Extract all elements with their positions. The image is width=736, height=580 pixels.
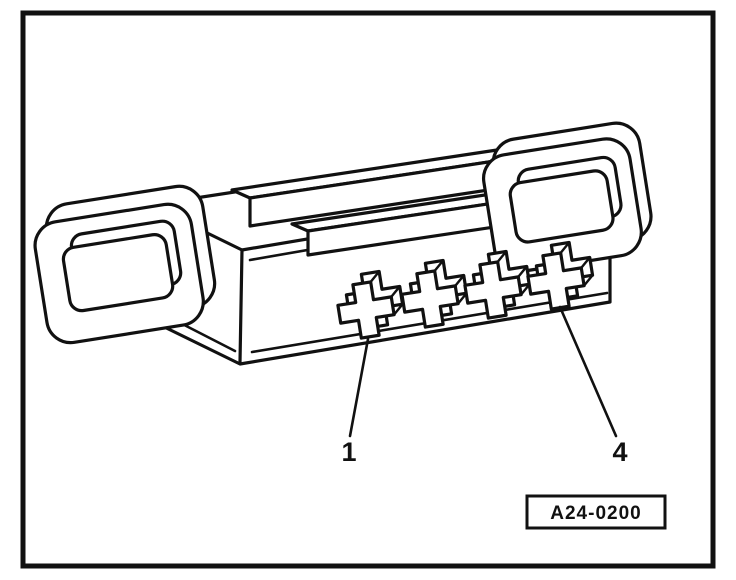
terminal-1 [333, 267, 407, 343]
terminal-1-depth-lines [369, 270, 404, 316]
callout-labels: 1 4 [341, 437, 627, 467]
figure-ref-label: A24-0200 [550, 503, 641, 524]
leader-line-1 [348, 337, 370, 438]
right-strap-loop [481, 121, 653, 274]
figure-ref-box [525, 494, 667, 530]
callout-label-4: 4 [612, 437, 627, 467]
body-front-left-edge [238, 248, 244, 364]
figure-ref: A24-0200 [525, 494, 667, 530]
left-strap-loop [33, 184, 217, 345]
right-loop-hole-front [508, 169, 615, 244]
connector-drawing [33, 121, 653, 438]
terminal-4 [523, 238, 597, 314]
terminals [333, 238, 597, 343]
left-loop-hole-front [61, 233, 175, 313]
leader-line-4 [558, 305, 618, 438]
callout-label-1: 1 [341, 437, 356, 467]
terminal-4-depth-lines [559, 241, 594, 287]
